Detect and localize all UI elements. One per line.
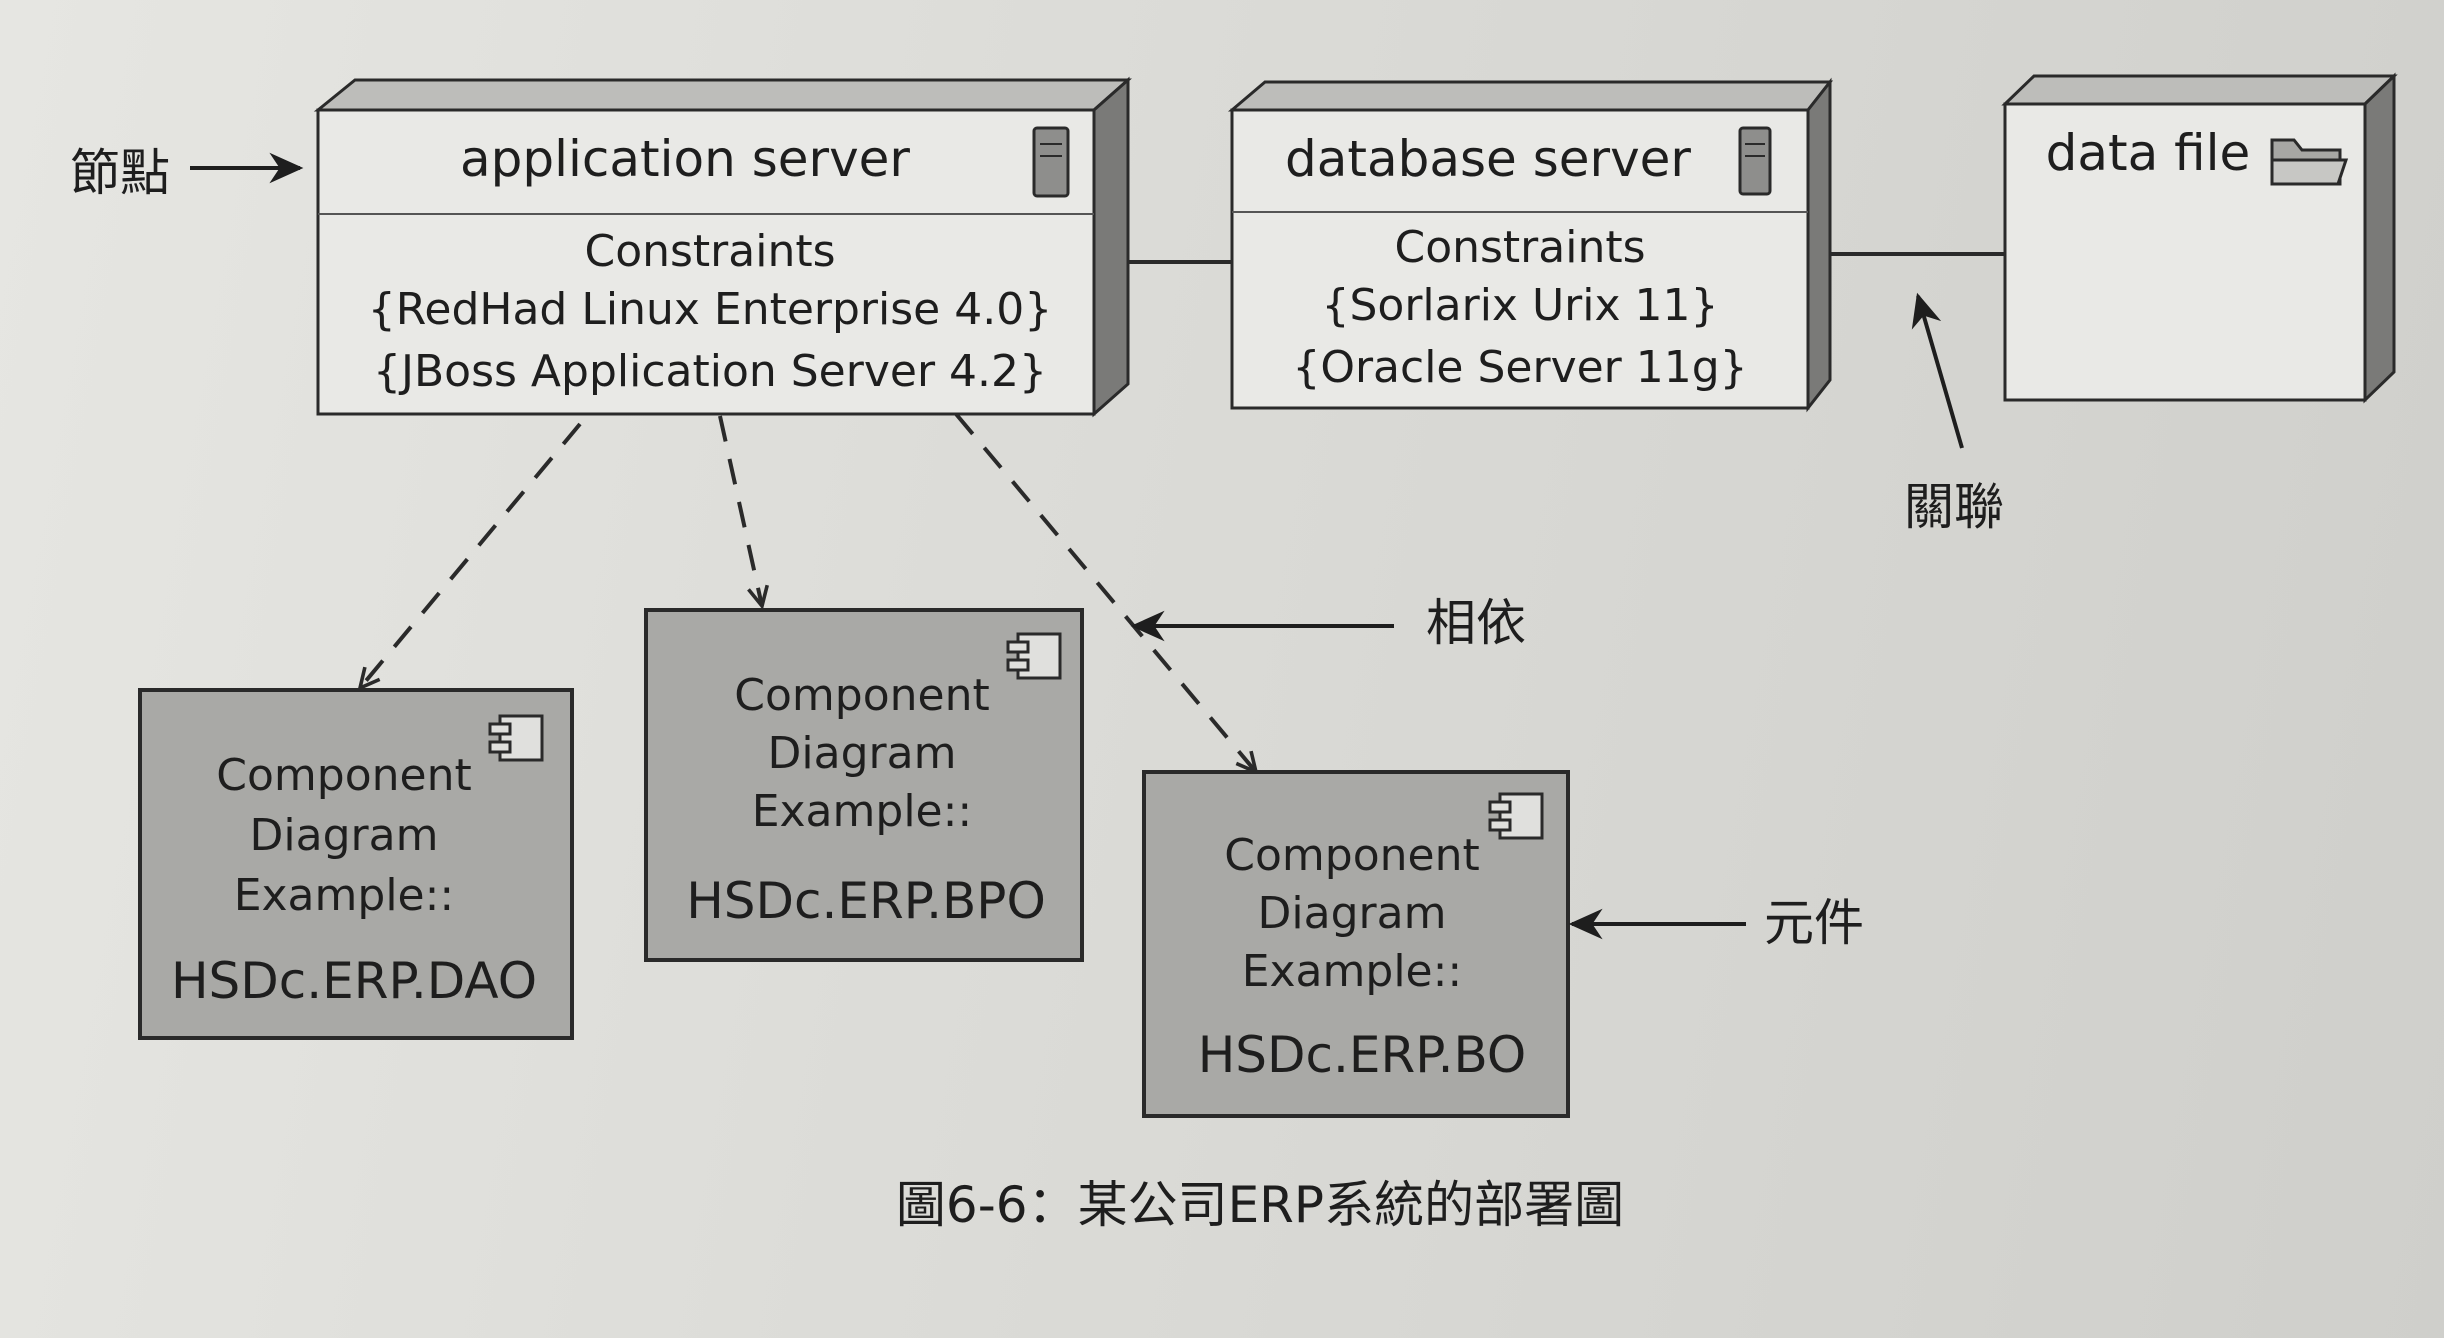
node-data-file: data file (2001, 72, 2398, 404)
figure-caption: 圖6-6：某公司ERP系統的部署圖 (896, 1176, 1624, 1234)
dependency-arrow-bo (954, 412, 1256, 772)
component-name: HSDc.ERP.BO (1198, 1026, 1527, 1084)
annotation-component: 元件 (1764, 894, 1864, 952)
component-line: Component (734, 670, 989, 721)
annotation-association: 關聯 (1904, 478, 2004, 536)
annotation-node: 節點 (70, 144, 170, 202)
constraint-os: {RedHad Linux Enterprise 4.0} (368, 284, 1052, 335)
node-application-server: application server Constraints {RedHad L… (313, 76, 1132, 418)
constraints-label: Constraints (584, 226, 835, 277)
component-line: Diagram (768, 728, 957, 779)
component-line: Example:: (1242, 946, 1463, 997)
node-title: data file (2046, 124, 2251, 182)
component-name: HSDc.ERP.BPO (686, 872, 1046, 930)
dependency-arrow-bpo (718, 415, 762, 606)
dependency-arrow-dao (360, 422, 582, 688)
server-icon (1032, 126, 1070, 198)
component-line: Component (1224, 830, 1479, 881)
component-line: Diagram (1258, 888, 1447, 939)
component-icon (488, 714, 544, 762)
component-line: Diagram (250, 810, 439, 861)
folder-icon (2270, 138, 2349, 186)
constraint-os: {Sorlarix Urix 11} (1322, 280, 1719, 331)
constraint-appserver: {JBoss Application Server 4.2} (373, 346, 1047, 397)
component-bpo: Component Diagram Example:: HSDc.ERP.BPO (644, 608, 1084, 962)
component-dao: Component Diagram Example:: HSDc.ERP.DAO (138, 688, 574, 1040)
component-bo: Component Diagram Example:: HSDc.ERP.BO (1142, 770, 1570, 1118)
component-line: Example:: (234, 870, 455, 921)
component-line: Component (216, 750, 471, 801)
constraints-label: Constraints (1394, 222, 1645, 273)
component-icon (1488, 792, 1544, 840)
server-icon (1738, 126, 1772, 196)
annotation-arrow-association (1911, 292, 1964, 449)
component-icon (1006, 632, 1062, 680)
node-title: database server (1285, 130, 1691, 188)
annotation-dependency: 相依 (1426, 594, 1526, 652)
component-line: Example:: (752, 786, 973, 837)
constraint-db: {Oracle Server 11g} (1292, 342, 1747, 393)
node-title: application server (460, 130, 910, 188)
component-name: HSDc.ERP.DAO (171, 952, 537, 1010)
node-database-server: database server Constraints {Sorlarix Ur… (1227, 77, 1834, 413)
